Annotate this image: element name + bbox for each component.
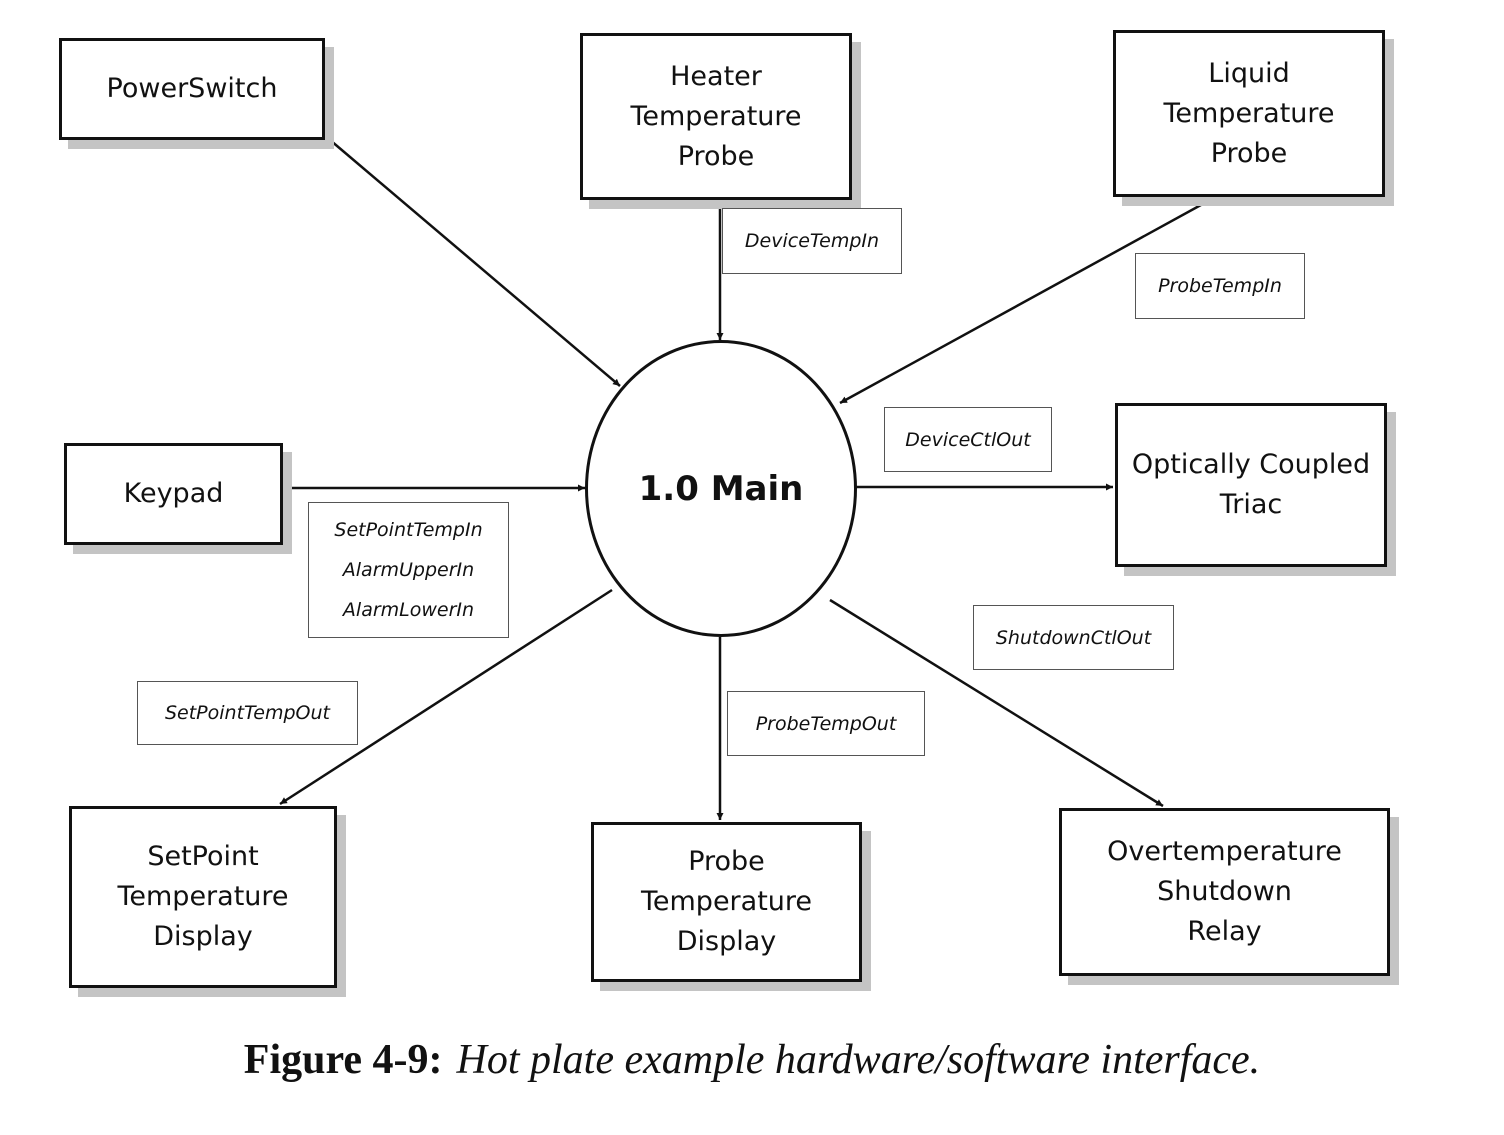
heater-probe-box: Heater Temperature Probe	[580, 33, 852, 200]
shutdown-relay-label: Overtemperature Shutdown Relay	[1107, 836, 1342, 947]
triac-box: Optically Coupled Triac	[1115, 403, 1387, 567]
flow-label-shutdown-ctl-out: ShutdownCtlOut	[973, 605, 1174, 670]
power-switch-label: PowerSwitch	[106, 73, 278, 104]
probe-display-box: Probe Temperature Display	[591, 822, 862, 982]
arrow-main-to-setpoint-display	[279, 588, 613, 806]
probe-display-label: Probe Temperature Display	[640, 846, 813, 957]
arrow-powerswitch-to-main	[329, 139, 621, 387]
liquid-probe-box: Liquid Temperature Probe	[1113, 30, 1385, 197]
alarm-upper-in-text: AlarmUpperIn	[342, 559, 475, 581]
alarm-lower-in-text: AlarmLowerIn	[342, 599, 475, 621]
triac-label: Optically Coupled Triac	[1131, 449, 1371, 520]
arrow-main-to-shutdown-relay	[829, 598, 1164, 808]
main-process-label: 1.0 Main	[638, 468, 804, 509]
caption-label: Figure 4-9:	[243, 1037, 443, 1083]
power-switch-box: PowerSwitch	[59, 38, 325, 140]
setpoint-display-box: SetPoint Temperature Display	[69, 806, 337, 988]
flow-label-device-temp-in: DeviceTempIn	[722, 208, 902, 274]
setpoint-temp-in-text: SetPointTempIn	[334, 519, 483, 541]
device-temp-in-text: DeviceTempIn	[744, 230, 880, 252]
caption-text: Hot plate example hardware/software inte…	[456, 1037, 1261, 1083]
shutdown-relay-box: Overtemperature Shutdown Relay	[1059, 808, 1390, 976]
keypad-box: Keypad	[64, 443, 283, 545]
main-process-circle: 1.0 Main	[585, 340, 857, 637]
heater-probe-label: Heater Temperature Probe	[630, 60, 802, 172]
figure-caption: Figure 4-9: Hot plate example hardware/so…	[0, 1036, 1504, 1084]
flow-label-device-ctl-out: DeviceCtlOut	[884, 407, 1052, 472]
flow-label-probe-temp-out: ProbeTempOut	[727, 691, 925, 756]
keypad-label: Keypad	[123, 478, 224, 509]
probe-temp-out-text: ProbeTempOut	[755, 712, 897, 735]
setpoint-temp-out-text: SetPointTempOut	[164, 702, 331, 724]
setpoint-display-label: SetPoint Temperature Display	[117, 841, 289, 952]
flow-label-setpoint-temp-out: SetPointTempOut	[137, 681, 358, 745]
device-ctl-out-text: DeviceCtlOut	[905, 428, 1031, 451]
probe-temp-in-text: ProbeTempIn	[1158, 275, 1282, 297]
arrow-liquid-probe-to-main	[839, 198, 1211, 405]
shutdown-ctl-out-text: ShutdownCtlOut	[995, 626, 1152, 649]
liquid-probe-label: Liquid Temperature Probe	[1163, 57, 1335, 169]
flow-label-probe-temp-in: ProbeTempIn	[1135, 253, 1305, 319]
flow-label-keypad-inputs: SetPointTempIn AlarmUpperIn AlarmLowerIn	[308, 502, 509, 638]
